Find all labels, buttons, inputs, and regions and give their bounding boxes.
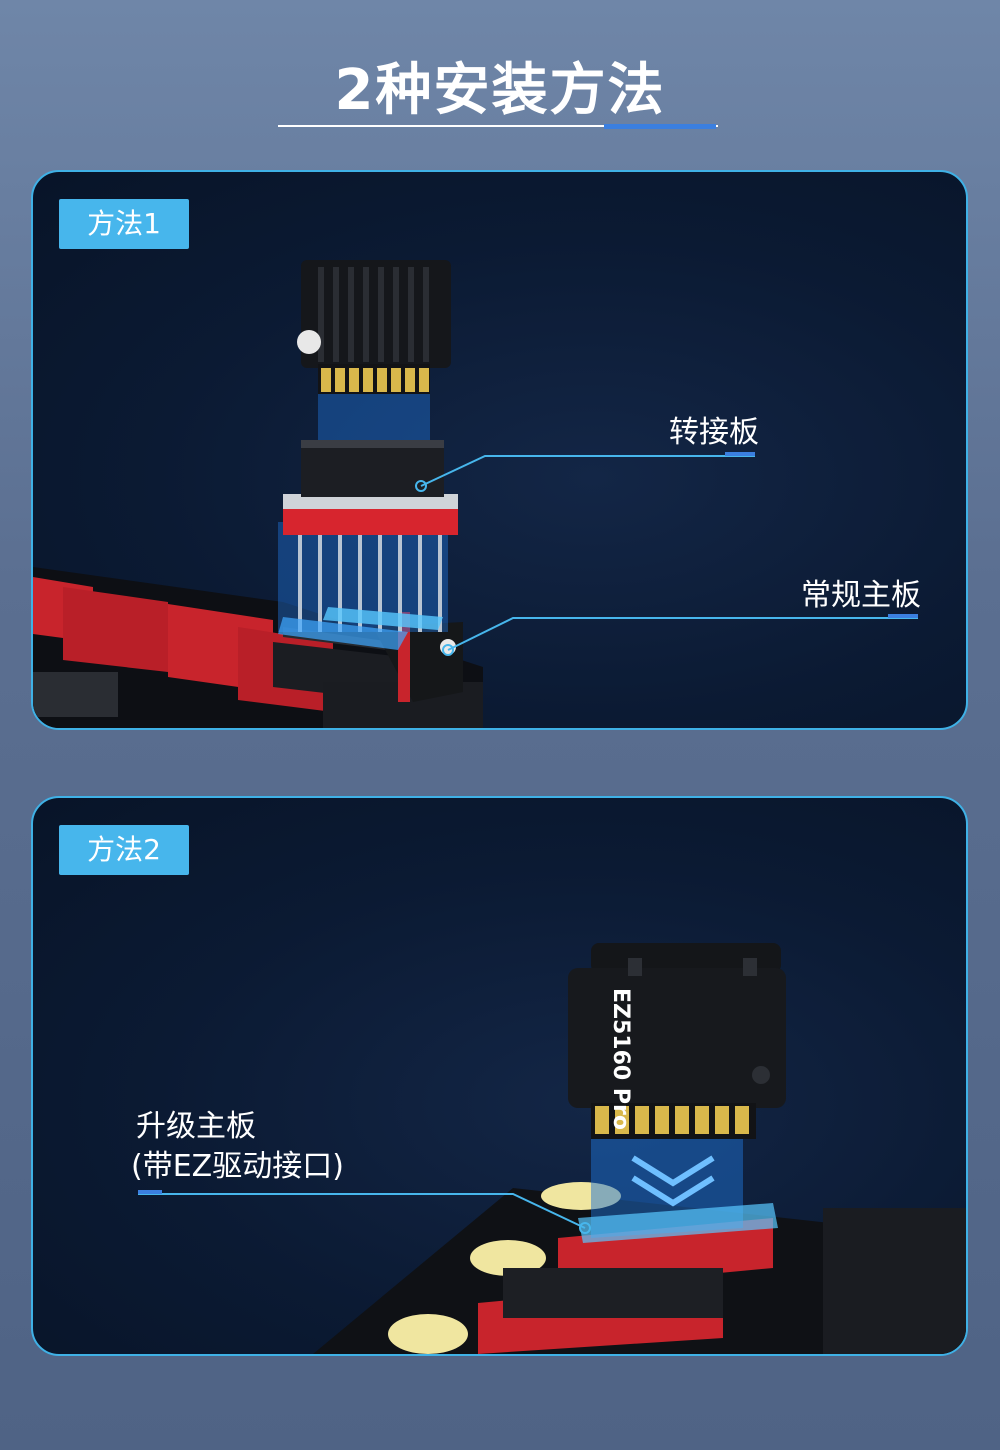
title-underline xyxy=(278,125,718,127)
method-1-panel: 方法1 转接板 常规主板 xyxy=(31,170,968,730)
method-2-illustration xyxy=(138,943,966,1354)
ez-driver-interface-label: (带EZ驱动接口) xyxy=(131,1149,344,1184)
method-1-badge: 方法1 xyxy=(59,199,189,249)
module-text: EZ5160 Pro xyxy=(608,988,633,1130)
page-title: 2种安装方法 xyxy=(334,58,666,123)
title-underline-accent xyxy=(604,124,716,129)
method-2-badge: 方法2 xyxy=(59,825,189,875)
upgrade-mainboard-label: 升级主板 xyxy=(136,1109,256,1144)
adapter-board-label: 转接板 xyxy=(669,415,759,450)
standard-mainboard-label: 常规主板 xyxy=(801,578,921,613)
method-2-panel: 方法2 EZ5160 Pro 升级主板 (带EZ驱动接口) xyxy=(31,796,968,1356)
method-1-illustration xyxy=(33,260,918,728)
